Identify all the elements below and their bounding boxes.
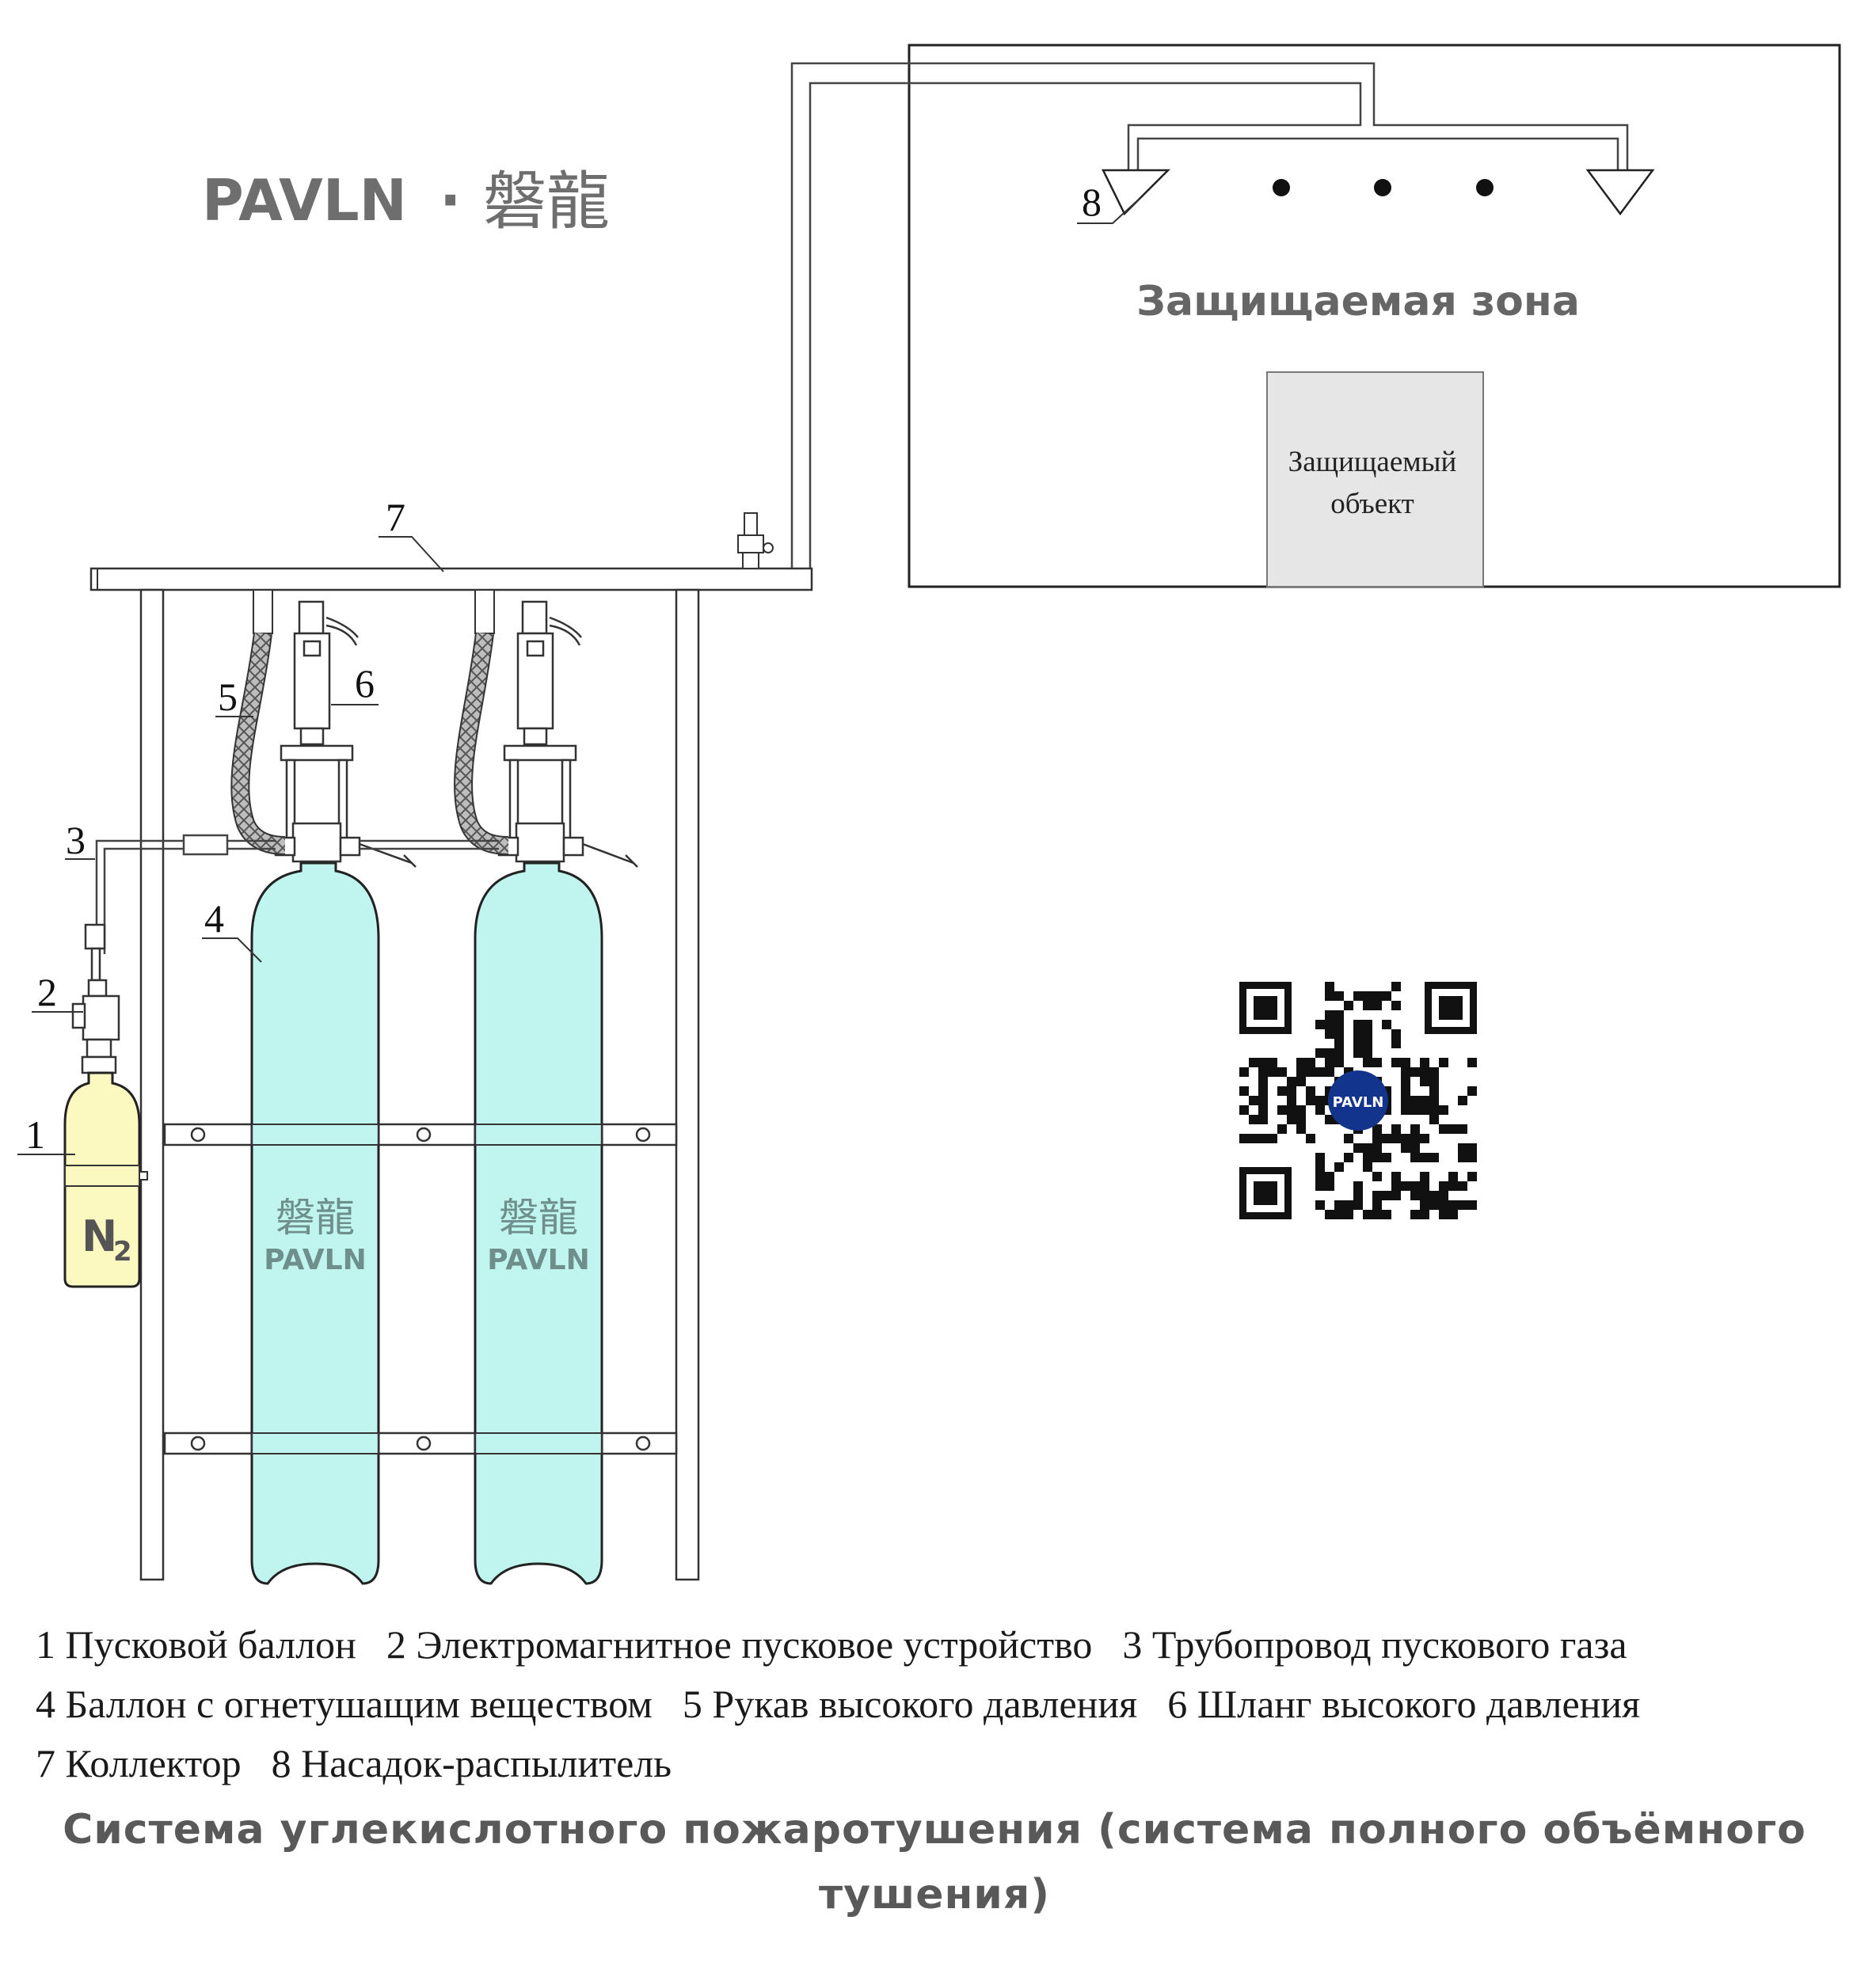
manifold bbox=[89, 567, 813, 591]
protected-zone: Защищаемая зона Защищаемый объект bbox=[908, 44, 1841, 588]
hose-1 bbox=[230, 589, 286, 855]
discharge-pipe bbox=[790, 62, 1629, 590]
cylinder2-mark-latin: PAVLN bbox=[487, 1244, 589, 1276]
solenoid-actuator bbox=[71, 923, 120, 1074]
legend-item-8: 8 Насадок-распылитель bbox=[271, 1741, 672, 1785]
agent-cylinder-1: 磐龍 PAVLN bbox=[250, 861, 380, 1585]
legend-item-2: 2 Электромагнитное пусковое устройство bbox=[386, 1622, 1093, 1667]
nozzle-left bbox=[1101, 169, 1171, 216]
pilot-gas-pipe bbox=[95, 834, 499, 954]
protected-object bbox=[1266, 371, 1484, 587]
callout-3: 3 bbox=[66, 818, 86, 862]
brand-logo: PAVLN · 磐龍 bbox=[202, 165, 610, 238]
callout-7: 7 bbox=[386, 495, 405, 539]
qr-badge-text: PAVLN bbox=[1333, 1094, 1384, 1111]
nitrogen-subscript: 2 bbox=[113, 1236, 132, 1268]
hose-2 bbox=[454, 589, 509, 855]
qr-center-badge bbox=[1328, 1070, 1388, 1131]
logo-latin: PAVLN bbox=[202, 167, 407, 234]
cylinder1-mark-cjk: 磐龍 bbox=[276, 1195, 355, 1241]
cylinder1-mark-latin: PAVLN bbox=[264, 1244, 366, 1276]
valve-assembly-1 bbox=[274, 600, 417, 868]
zone-title: Защищаемая зона bbox=[1136, 278, 1580, 325]
object-label-line2: объект bbox=[1330, 488, 1414, 520]
caption-line-2: тушения) bbox=[818, 1871, 1051, 1918]
cylinder2-mark-cjk: 磐龍 bbox=[499, 1195, 578, 1241]
agent-cylinder-2: 磐龍 PAVLN bbox=[474, 861, 603, 1585]
legend-row-1: 1 Пусковой баллон 2 Электромагнитное пуск… bbox=[36, 1615, 1857, 1675]
callout-1: 1 bbox=[25, 1112, 45, 1157]
legend-item-3: 3 Трубопровод пускового газа bbox=[1122, 1622, 1627, 1667]
nitrogen-symbol: N bbox=[82, 1211, 117, 1261]
callouts bbox=[17, 197, 1141, 1155]
legend-item-4: 4 Баллон с огнетушащим веществом bbox=[36, 1682, 653, 1726]
legend-item-6: 6 Шланг высокого давления bbox=[1167, 1682, 1641, 1726]
legend-row-3: 7 Коллектор 8 Насадок-распылитель bbox=[36, 1734, 1857, 1793]
callout-4: 4 bbox=[204, 896, 224, 941]
valve-assembly-2 bbox=[497, 600, 638, 868]
callout-6: 6 bbox=[355, 661, 375, 705]
legend: 1 Пусковой баллон 2 Электромагнитное пуск… bbox=[36, 1615, 1857, 1793]
nitrogen-cylinder: N 2 bbox=[63, 1071, 148, 1288]
qr-code: PAVLN bbox=[1239, 982, 1477, 1219]
ellipsis-dots bbox=[1273, 179, 1494, 196]
safety-valve bbox=[737, 512, 774, 569]
caption-line-1: Система углекислотного пожаротушения (си… bbox=[63, 1806, 1806, 1854]
nozzle-right bbox=[1585, 169, 1655, 216]
diagram-caption: Система углекислотного пожаротушения (си… bbox=[24, 1797, 1845, 1927]
callout-2: 2 bbox=[37, 970, 57, 1014]
rack-frame bbox=[139, 588, 700, 1581]
object-label-line1: Защищаемый bbox=[1288, 446, 1457, 478]
legend-item-1: 1 Пусковой баллон bbox=[36, 1622, 356, 1667]
legend-item-7: 7 Коллектор bbox=[36, 1741, 242, 1785]
legend-item-5: 5 Рукав высокого давления bbox=[682, 1682, 1138, 1726]
callout-8: 8 bbox=[1082, 180, 1102, 224]
logo-separator: · bbox=[440, 167, 461, 234]
logo-cjk: 磐龍 bbox=[483, 165, 610, 238]
legend-row-2: 4 Баллон с огнетушащим веществом 5 Рукав … bbox=[36, 1675, 1857, 1734]
callout-5: 5 bbox=[218, 675, 238, 719]
